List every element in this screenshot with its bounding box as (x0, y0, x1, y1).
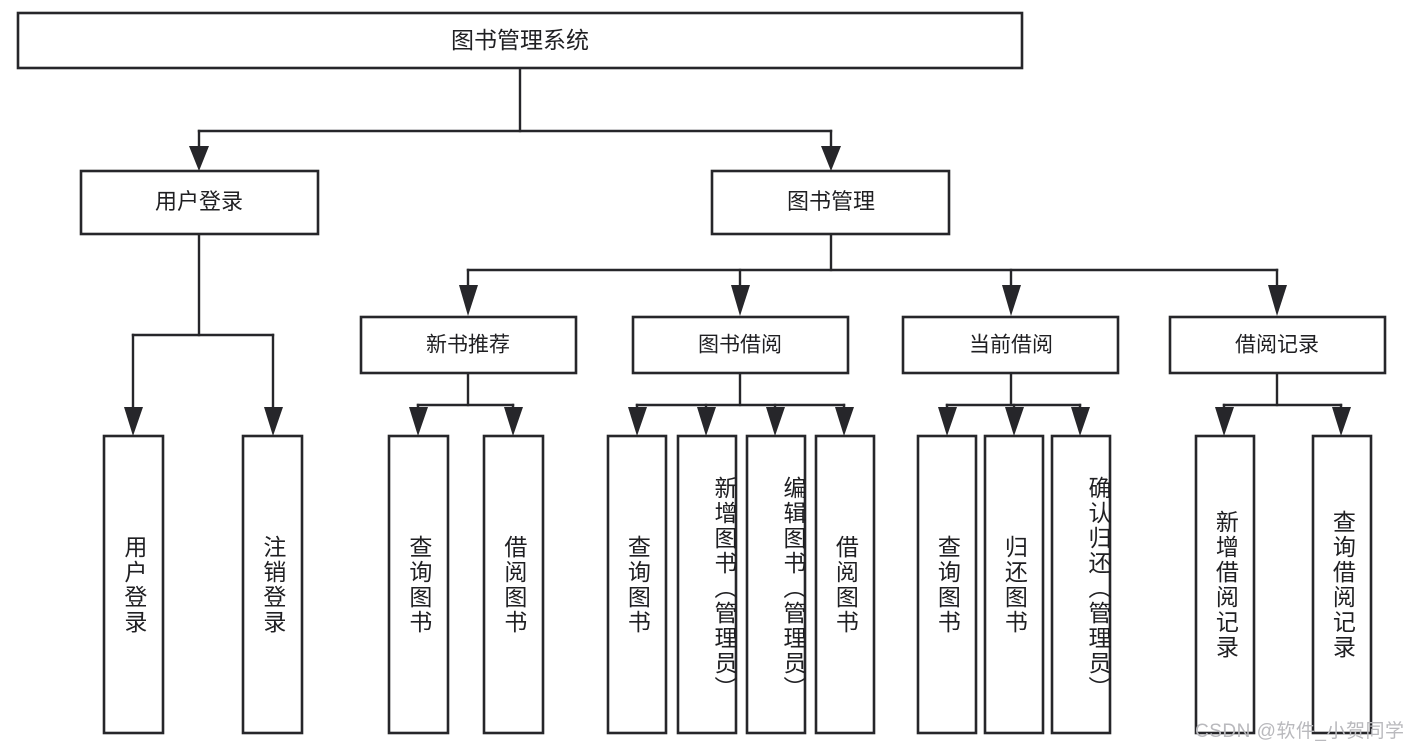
arrow-leaf-logout (264, 407, 283, 436)
node-user-login[interactable]: 用户登录 (79, 169, 320, 236)
connector-group-current-borrow (938, 371, 1090, 436)
leaf-box-borrow-record-0[interactable] (1194, 434, 1256, 735)
leaf-boxes-borrow-record (1194, 434, 1373, 735)
connector-group-book-manage (459, 232, 1287, 316)
node-new-book-recommend-label: 新书推荐 (426, 334, 510, 357)
leaf-boxes-user-login (102, 434, 304, 735)
leaf-box-book-borrow-2[interactable] (745, 434, 807, 735)
leaf-box-new-book-0[interactable] (387, 434, 450, 735)
leaf-box-current-borrow-1[interactable] (983, 434, 1045, 735)
arrow-bb-4 (835, 407, 854, 436)
leaf-box-new-book-1[interactable] (482, 434, 545, 735)
arrow-cb-1 (938, 407, 957, 436)
node-root-label: 图书管理系统 (451, 27, 589, 53)
connector-group-root (189, 66, 841, 171)
node-borrow-record[interactable]: 借阅记录 (1168, 315, 1387, 375)
leaf-box-user-login-0[interactable] (102, 434, 165, 735)
arrow-br-2 (1332, 407, 1351, 436)
node-root-box[interactable] (16, 11, 1024, 70)
arrow-cb-3 (1071, 407, 1090, 436)
arrow-bb-2 (697, 407, 716, 436)
leaf-box-current-borrow-0[interactable] (916, 434, 978, 735)
arrow-book-manage (821, 146, 841, 171)
arrow-br-1 (1215, 407, 1234, 436)
node-user-login-label: 用户登录 (155, 189, 243, 214)
connector-group-borrow-record (1215, 371, 1351, 436)
connector-group-user-login (124, 232, 283, 436)
arrow-cb-2 (1005, 407, 1024, 436)
node-new-book-recommend[interactable]: 新书推荐 (359, 315, 578, 375)
arrow-book-borrow (731, 285, 750, 316)
csdn-watermark: CSDN @软件_小贺同学 (1195, 721, 1405, 742)
node-book-manage[interactable]: 图书管理 (710, 169, 951, 236)
leaf-boxes-book-borrow (606, 434, 876, 735)
node-book-borrow[interactable]: 图书借阅 (631, 315, 850, 375)
arrow-bb-1 (628, 407, 647, 436)
connector-group-book-borrow (628, 371, 854, 436)
arrow-user-login (189, 146, 209, 171)
arrow-bb-3 (766, 407, 785, 436)
node-current-borrow[interactable]: 当前借阅 (901, 315, 1120, 375)
arrow-borrow-record (1268, 285, 1287, 316)
node-book-borrow-label: 图书借阅 (698, 334, 782, 357)
node-new-book-recommend-box[interactable] (359, 315, 578, 375)
leaf-box-borrow-record-1[interactable] (1311, 434, 1373, 735)
node-user-login-box[interactable] (79, 169, 320, 236)
leaf-box-book-borrow-1[interactable] (676, 434, 738, 735)
arrow-current-borrow (1002, 285, 1021, 316)
leaf-box-book-borrow-0[interactable] (606, 434, 668, 735)
node-book-borrow-box[interactable] (631, 315, 850, 375)
node-borrow-record-label: 借阅记录 (1235, 334, 1319, 357)
node-borrow-record-box[interactable] (1168, 315, 1387, 375)
leaf-box-current-borrow-2[interactable] (1050, 434, 1112, 735)
leaf-box-user-login-1[interactable] (241, 434, 304, 735)
node-current-borrow-label: 当前借阅 (969, 334, 1053, 357)
node-root[interactable]: 图书管理系统 (16, 11, 1024, 70)
leaf-boxes-current-borrow (916, 434, 1112, 735)
node-current-borrow-box[interactable] (901, 315, 1120, 375)
node-book-manage-label: 图书管理 (787, 189, 875, 214)
connector-group-new-book (409, 371, 523, 436)
arrow-nb-1 (409, 407, 428, 436)
node-book-manage-box[interactable] (710, 169, 951, 236)
arrow-new-book (459, 285, 478, 316)
leaf-boxes-new-book-recommend (387, 434, 545, 735)
arrow-leaf-user-login (124, 407, 143, 436)
arrow-nb-2 (504, 407, 523, 436)
leaf-box-book-borrow-3[interactable] (814, 434, 876, 735)
